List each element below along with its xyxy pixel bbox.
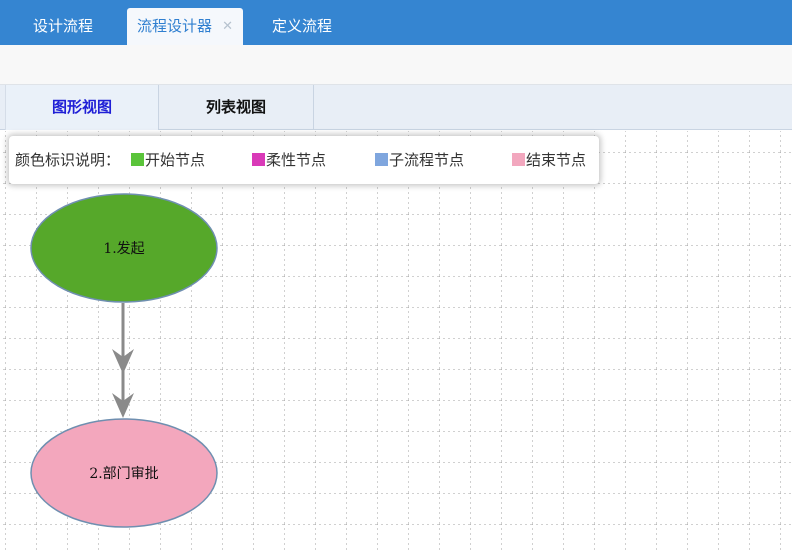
- legend-label-flexible: 柔性节点: [266, 151, 327, 169]
- toolbar: [0, 45, 792, 85]
- legend-swatch-end: [512, 153, 525, 166]
- tab-graph-view[interactable]: 图形视图: [5, 85, 159, 130]
- flow-diagram: 1.发起 2.部门审批: [30, 193, 218, 528]
- view-tab-bar: 图形视图 列表视图: [0, 85, 792, 130]
- legend-label-start: 开始节点: [145, 151, 206, 169]
- node-start-label: 1.发起: [103, 241, 144, 257]
- node-start[interactable]: 1.发起: [30, 193, 218, 303]
- legend-swatch-start: [131, 153, 144, 166]
- close-icon[interactable]: ✕: [222, 19, 233, 34]
- legend-swatch-flexible: [252, 153, 265, 166]
- tab-define-flow[interactable]: 定义流程: [271, 17, 332, 35]
- tab-list-view[interactable]: 列表视图: [159, 85, 314, 130]
- tab-flow-designer-label: 流程设计器: [137, 17, 213, 35]
- tab-flow-designer[interactable]: 流程设计器 ✕: [127, 8, 243, 45]
- top-tab-bar: 设计流程 流程设计器 ✕ 定义流程: [0, 0, 792, 45]
- legend-label-subflow: 子流程节点: [389, 151, 465, 169]
- node-end-label: 2.部门审批: [89, 466, 158, 482]
- legend-swatch-subflow: [375, 153, 388, 166]
- color-legend: 颜色标识说明： 开始节点 柔性节点 子流程节点 结束节点: [9, 136, 599, 184]
- node-end[interactable]: 2.部门审批: [30, 418, 218, 528]
- tab-design-flow[interactable]: 设计流程: [32, 17, 93, 35]
- legend-title: 颜色标识说明：: [15, 151, 121, 169]
- connector-1-2[interactable]: [112, 303, 134, 418]
- legend-label-end: 结束节点: [526, 151, 587, 169]
